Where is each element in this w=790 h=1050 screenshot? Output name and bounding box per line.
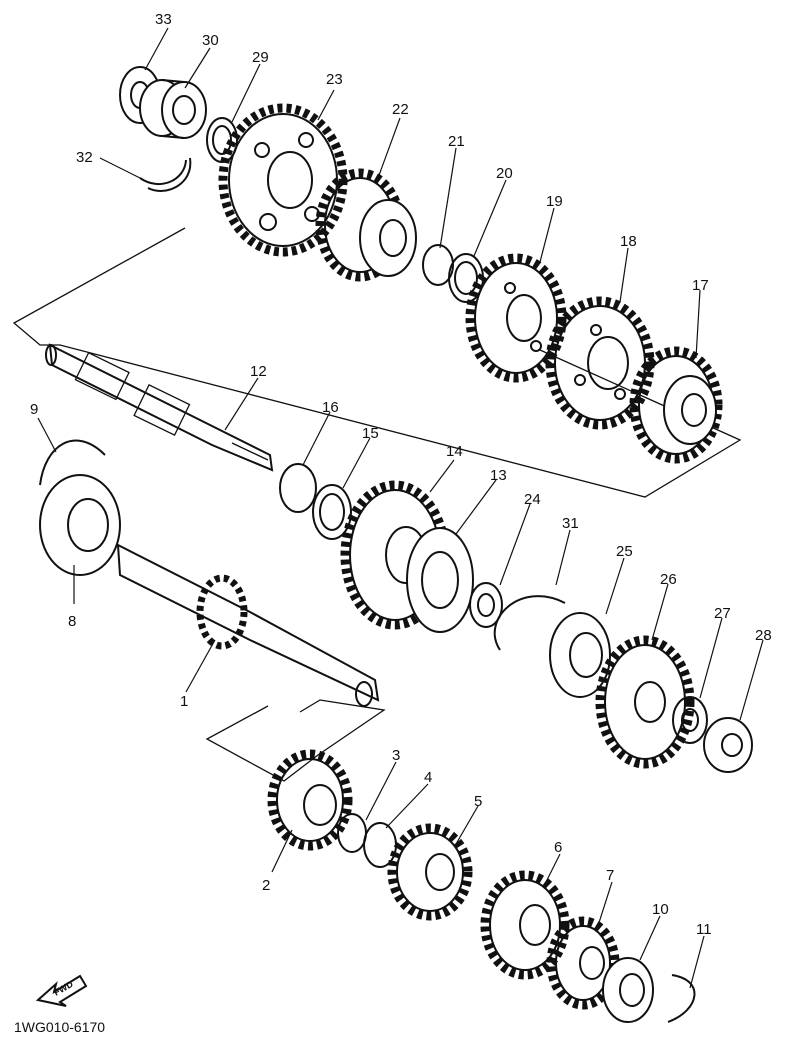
callout-5: 5 [474, 793, 482, 810]
callout-1: 1 [180, 693, 188, 710]
part-5-gear [387, 823, 473, 921]
part-15-washer [312, 484, 352, 540]
leader-lines [37, 27, 764, 989]
part-24-collar [469, 582, 503, 628]
fwd-arrow-icon: FWD [35, 974, 88, 1007]
part-26-sprocket [595, 635, 695, 769]
callout-30: 30 [202, 32, 219, 49]
callout-31: 31 [562, 515, 579, 532]
part-25-oil-seal [549, 612, 611, 698]
upper-group-outline [12, 227, 742, 498]
callout-25: 25 [616, 543, 633, 560]
callout-24: 24 [524, 491, 541, 508]
part-1-main-axle [116, 543, 380, 707]
callout-12: 12 [250, 363, 267, 380]
callout-21: 21 [448, 133, 465, 150]
part-9-circlip [39, 439, 106, 486]
callout-27: 27 [714, 605, 731, 622]
callout-33: 33 [155, 11, 172, 28]
part-16-circlip [279, 463, 317, 513]
part-11-circlip [667, 974, 696, 1023]
callout-6: 6 [554, 839, 562, 856]
callout-3: 3 [392, 747, 400, 764]
callout-4: 4 [424, 769, 432, 786]
callout-16: 16 [322, 399, 339, 416]
callout-13: 13 [490, 467, 507, 484]
callout-20: 20 [496, 165, 513, 182]
part-13-bearing [406, 527, 474, 633]
callout-17: 17 [692, 277, 709, 294]
part-32-circlip [139, 157, 192, 192]
callout-32: 32 [76, 149, 93, 166]
part-17-gear [629, 346, 723, 464]
part-31-half-ring [493, 595, 566, 651]
part-30-bearing [139, 79, 207, 139]
callout-14: 14 [446, 443, 463, 460]
callout-23: 23 [326, 71, 343, 88]
callout-28: 28 [755, 627, 772, 644]
part-4-circlip [363, 822, 397, 868]
part-21-circlip [422, 244, 454, 286]
drawing-code: 1WG010-6170 [14, 1019, 105, 1035]
part-12-drive-axle [45, 343, 274, 472]
callout-labels: 33 30 29 23 32 22 21 20 19 18 17 12 16 1… [30, 11, 772, 938]
callout-29: 29 [252, 49, 269, 66]
lower-group-outline [205, 699, 386, 782]
part-8-bearing [39, 474, 121, 576]
callout-11: 11 [696, 921, 712, 938]
part-2-gear [267, 749, 353, 851]
callout-18: 18 [620, 233, 637, 250]
part-10-bearing [602, 957, 654, 1023]
callout-19: 19 [546, 193, 563, 210]
callout-22: 22 [392, 101, 409, 118]
part-3-washer [337, 813, 367, 853]
callout-15: 15 [362, 425, 379, 442]
part-22-gear [315, 168, 417, 282]
callout-2: 2 [262, 877, 270, 894]
callout-10: 10 [652, 901, 669, 918]
part-27-lock-washer [672, 696, 708, 744]
callout-26: 26 [660, 571, 677, 588]
part-28-nut [703, 717, 753, 773]
callout-8: 8 [68, 613, 76, 630]
part-19-gear [465, 253, 567, 383]
callout-7: 7 [606, 867, 614, 884]
callout-9: 9 [30, 401, 38, 418]
